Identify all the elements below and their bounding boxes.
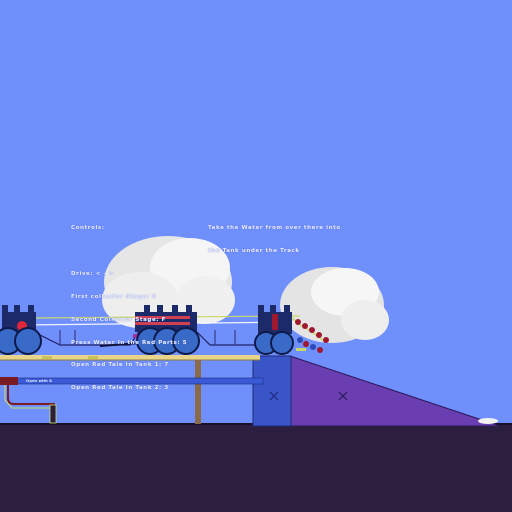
spacer [71,248,187,256]
vehicle-module-right [254,305,329,355]
controls-panel: Controls: Drive: < - > First collector S… [71,210,187,401]
control-line: Drive: < - > [71,270,115,277]
objective-line: Take the Water from over there into [208,225,341,232]
bridge-pillar [195,360,201,424]
valve-label: Open with 8 [26,378,52,383]
tank-under-track [252,355,292,427]
x-mark-icon [338,391,348,401]
wheel-icon [14,327,42,355]
x-mark-icon [269,391,279,401]
controls-title: Controls: [71,225,105,232]
wheel-icon [270,331,294,355]
control-line: Open Red Tale In Tank 1: 7 [71,362,169,369]
ground [0,424,512,512]
water-cloud-right [280,267,389,343]
wheel-icon [172,327,200,355]
vehicle-module-middle [133,305,200,355]
objective-line: the Tank under the Track [208,248,300,255]
track-rail [0,355,260,360]
control-line: Second Collector Stage: F [71,316,166,323]
control-line: Press Water In the Red Parts: 5 [71,339,188,346]
control-line: Open Red Tale In Tank 2: 3 [71,385,169,392]
valve[interactable] [0,377,57,424]
water-cloud-left [102,236,235,328]
control-line: First collector Stage: 8 [71,293,157,300]
objective-panel: Take the Water from over there into the … [208,210,341,264]
vehicle-module-left [0,305,42,355]
